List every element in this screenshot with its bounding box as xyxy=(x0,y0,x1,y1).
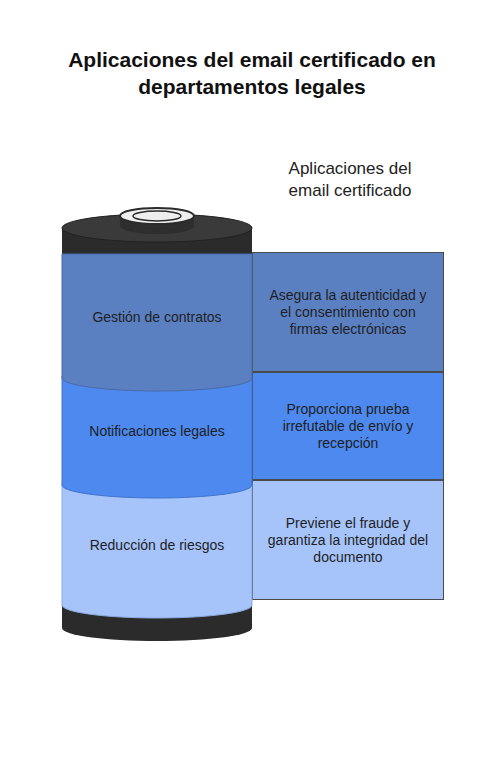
band-label: Notificaciones legales xyxy=(75,423,238,440)
text-wrap: Reducción de riesgos xyxy=(76,537,239,554)
description-box: Previene el fraude y garantiza la integr… xyxy=(252,480,444,600)
diagram-title: Aplicaciones del email certificado en de… xyxy=(10,46,494,100)
terminal-ring xyxy=(133,211,181,221)
band-label: Reducción de riesgos xyxy=(76,537,239,554)
battery-band: Notificaciones legales xyxy=(62,378,252,485)
battery-band: Gestión de contratos xyxy=(62,256,252,378)
battery-band: Reducción de riesgos xyxy=(62,485,252,605)
text-wrap: Notificaciones legales xyxy=(75,423,238,440)
band-label: Gestión de contratos xyxy=(78,309,235,326)
text-wrap: Proporciona prueba irrefutable de envío … xyxy=(253,401,443,452)
band-outline xyxy=(62,483,252,618)
description-text: Proporciona prueba irrefutable de envío … xyxy=(253,401,443,452)
description-box: Asegura la autenticidad y el consentimie… xyxy=(252,252,444,372)
text-wrap: Previene el fraude y garantiza la integr… xyxy=(253,515,443,566)
text-wrap: Gestión de contratos xyxy=(78,309,235,326)
terminal-top xyxy=(120,208,194,224)
column-heading: Aplicaciones del email certificado xyxy=(270,158,430,202)
text-wrap: Asegura la autenticidad y el consentimie… xyxy=(253,287,443,338)
description-box: Proporciona prueba irrefutable de envío … xyxy=(252,372,444,480)
description-text: Previene el fraude y garantiza la integr… xyxy=(253,515,443,566)
band-outline xyxy=(62,254,252,391)
band-outline xyxy=(62,376,252,498)
description-text: Asegura la autenticidad y el consentimie… xyxy=(253,287,443,338)
